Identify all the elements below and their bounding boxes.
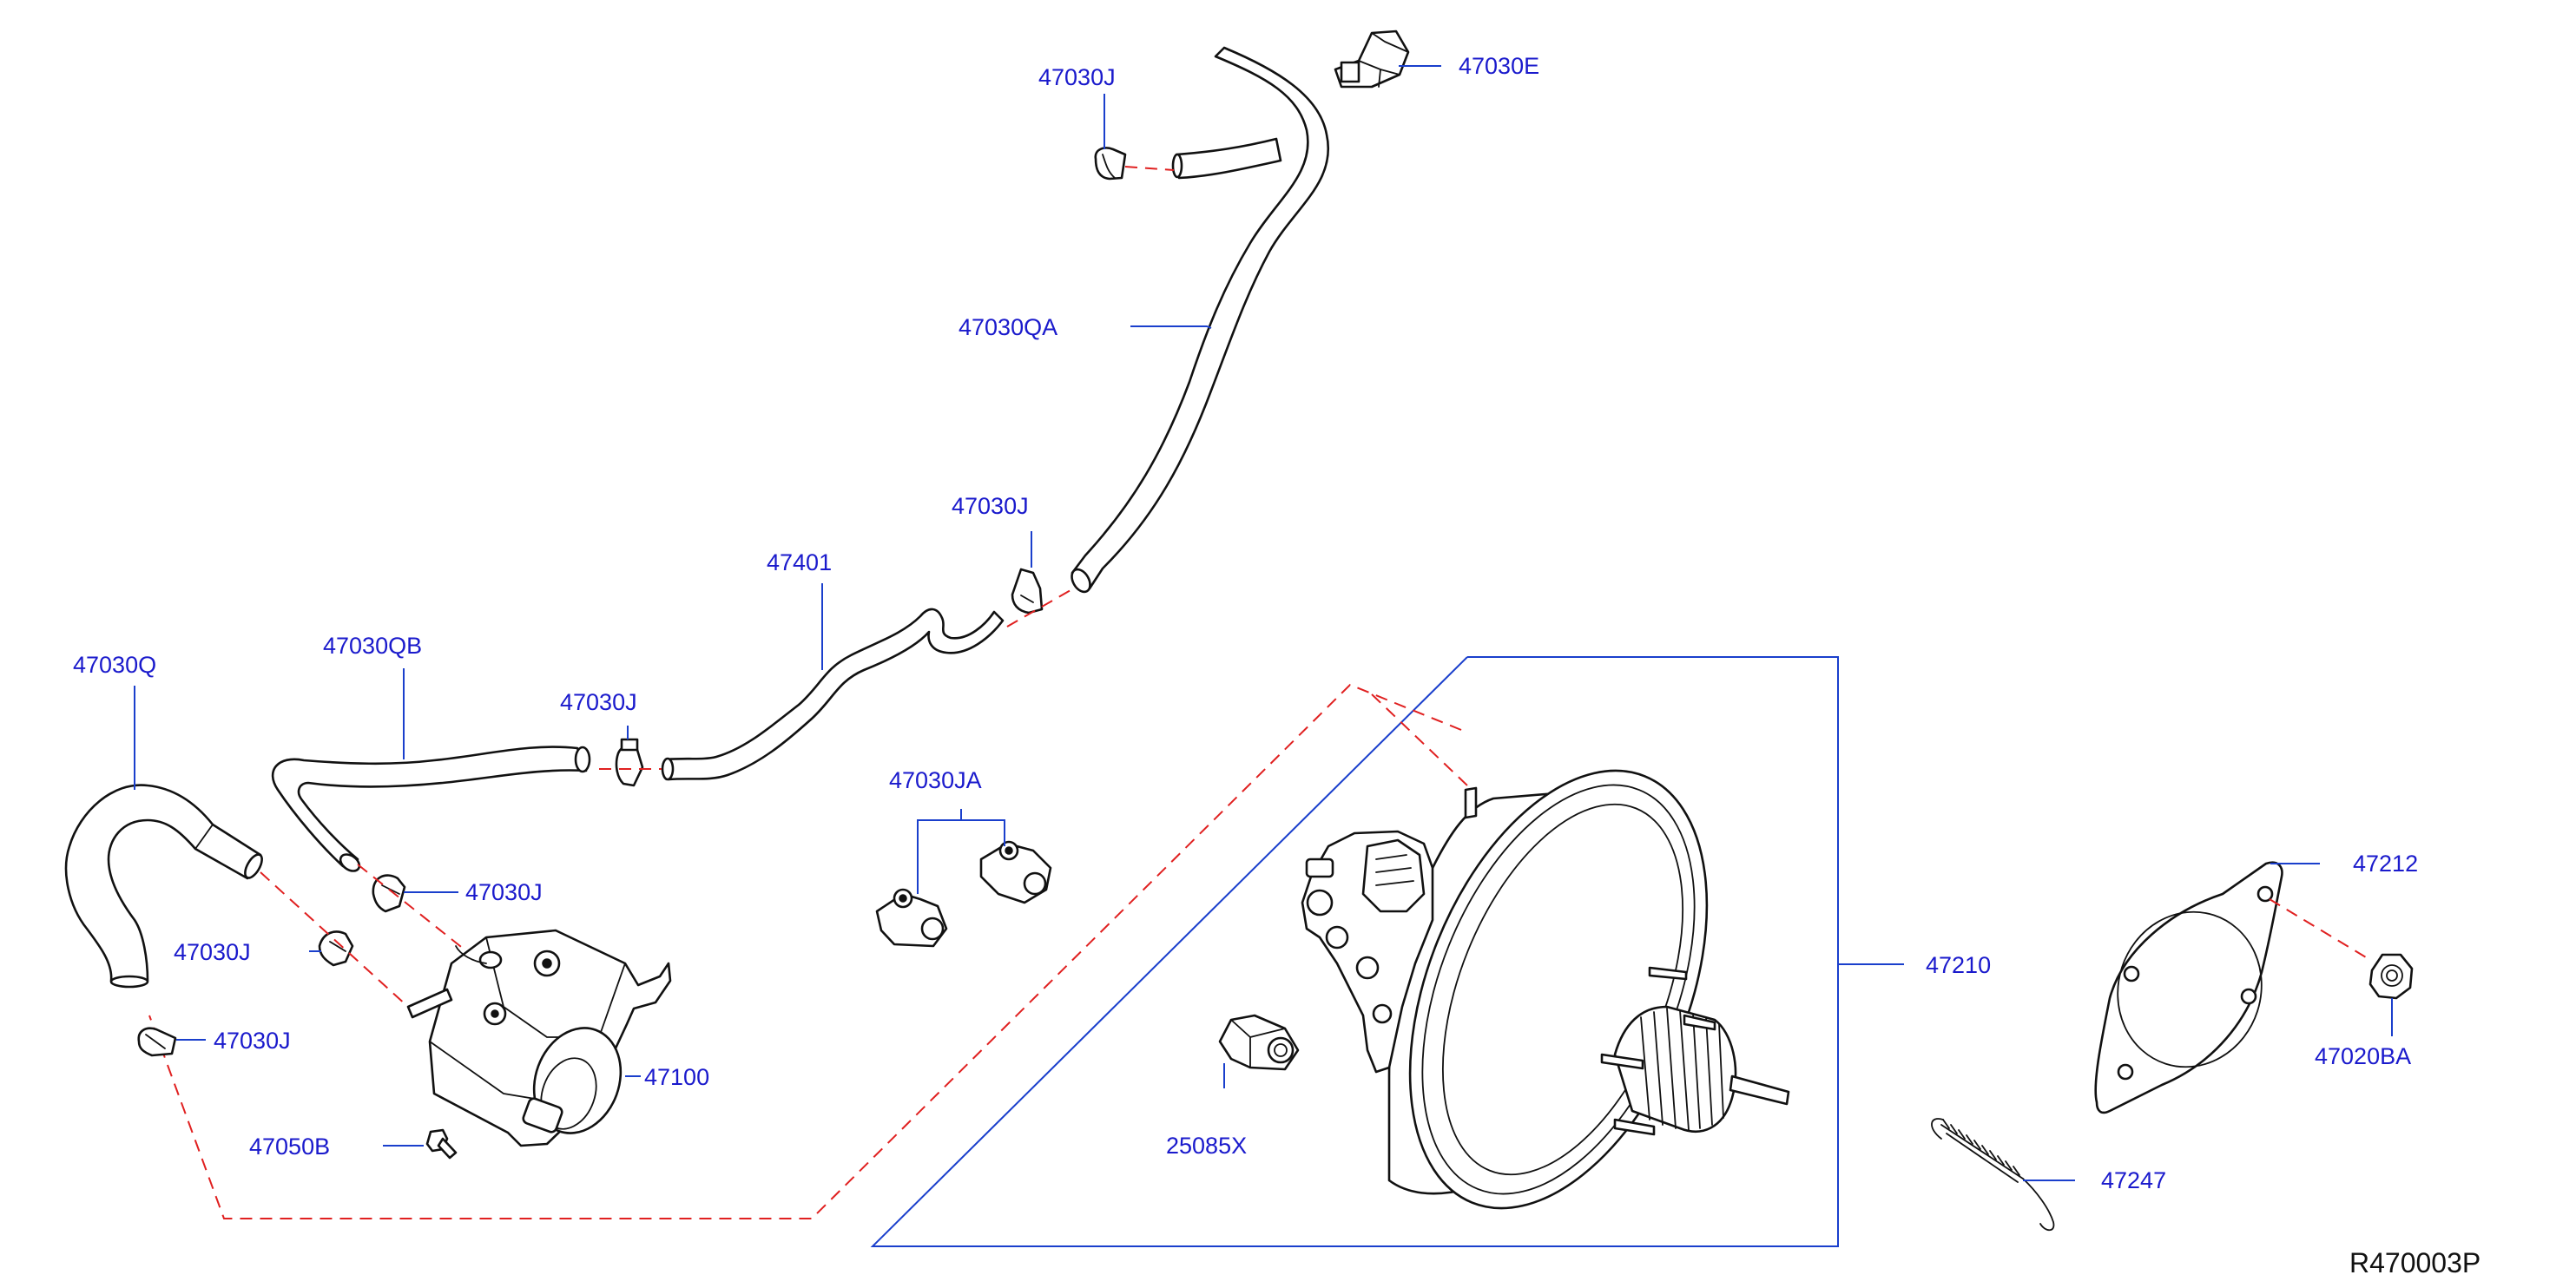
clamp-47030J-f: [137, 1027, 177, 1057]
label-47030QA: 47030QA: [959, 314, 1057, 340]
connector-47030JA-left: [875, 888, 948, 948]
spring-47247: [1931, 1118, 2055, 1232]
clamp-47030J-c: [615, 738, 644, 787]
label-47030J-e: 47030J: [174, 939, 251, 965]
gasket-47212: [2094, 861, 2283, 1114]
hose-47401: [661, 608, 1005, 781]
label-47100: 47100: [644, 1064, 709, 1090]
label-47212: 47212: [2353, 851, 2418, 877]
label-47030J-f: 47030J: [214, 1028, 291, 1054]
hose-47030QB: [271, 746, 591, 872]
bolt-47050B: [425, 1128, 458, 1160]
diagram-reference-code: R470003P: [2349, 1247, 2480, 1278]
label-47020BA: 47020BA: [2315, 1043, 2411, 1069]
sensor-25085X: [1218, 1014, 1300, 1071]
clamp-47030J-mid: [1011, 568, 1044, 614]
label-47030E: 47030E: [1459, 53, 1539, 79]
label-47030J-top: 47030J: [1038, 64, 1116, 90]
clamp-47030J-e: [318, 930, 354, 967]
label-47030JA: 47030JA: [889, 767, 982, 793]
hose-47030Q: [64, 784, 263, 989]
clamp-47030J-top: [1094, 147, 1127, 181]
connector-47030JA-right: [979, 840, 1052, 904]
hose-47030QA: [1071, 46, 1329, 594]
label-47401: 47401: [767, 549, 832, 575]
label-47030Q: 47030Q: [73, 652, 156, 678]
label-47030J-c: 47030J: [560, 689, 637, 715]
label-47050B: 47050B: [249, 1134, 330, 1160]
label-47030J-mid: 47030J: [952, 493, 1029, 519]
connector-47030E: [1334, 30, 1410, 89]
assembly-dashed-outline: [148, 683, 1462, 1219]
label-25085X: 25085X: [1166, 1133, 1247, 1159]
label-47030J-d: 47030J: [465, 879, 543, 905]
brake-booster-47210: [1301, 769, 1790, 1210]
vacuum-tank-47100: [406, 929, 672, 1147]
nut-47020BA: [2368, 953, 2414, 1000]
label-47210: 47210: [1926, 952, 1991, 978]
label-47247: 47247: [2101, 1167, 2166, 1193]
label-47030QB: 47030QB: [323, 633, 422, 659]
dashed-to-booster: [1371, 693, 1468, 786]
booster-assembly-boundary: [870, 656, 1839, 1247]
